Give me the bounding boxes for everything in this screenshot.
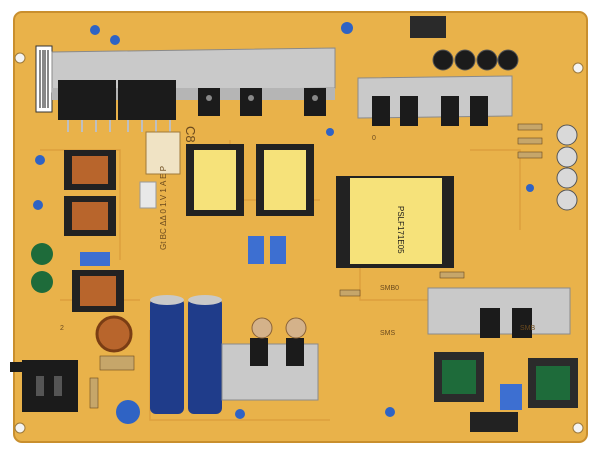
transistor-lower-right <box>512 308 532 338</box>
toroid-bottom <box>285 317 307 339</box>
mounting-hole <box>572 62 584 74</box>
bridge-rectifier <box>118 80 176 120</box>
bulk-capacitors <box>150 295 222 414</box>
small-components <box>89 123 543 409</box>
mounting-hole <box>14 52 26 64</box>
main-transformer <box>336 176 454 268</box>
ac-inlet-connector <box>10 360 78 412</box>
power-transistors-right <box>372 96 488 126</box>
control-subboard <box>145 131 181 175</box>
c8-label: C8 <box>183 126 198 143</box>
resistor-block <box>139 181 157 209</box>
small-transformers <box>186 144 314 216</box>
rectifier-legs <box>67 120 171 132</box>
silkscreen-code: SMB <box>520 325 536 332</box>
barcode-lines <box>39 50 49 108</box>
blue-ceramic-capacitors <box>33 22 534 424</box>
film-capacitors <box>80 236 286 266</box>
output-inductors <box>434 352 578 410</box>
power-transistors-top <box>198 88 326 116</box>
vertical-silkscreen: Gt BC ΔΔ 0 1.V 1 Α Ε Ρ <box>159 166 168 250</box>
output-capacitors <box>432 49 578 211</box>
output-connector <box>470 412 518 432</box>
silkscreen-code: 2 <box>60 325 64 332</box>
mounting-hole <box>14 422 26 434</box>
barcode-label <box>35 45 53 113</box>
varistors <box>31 243 53 293</box>
bridge-rectifier <box>58 80 116 120</box>
top-connector <box>410 16 446 38</box>
mounting-hole <box>572 422 584 434</box>
toroid-bottom <box>251 317 273 339</box>
silkscreen-code: SMS <box>380 330 396 337</box>
line-filter-inductors <box>64 150 133 353</box>
silkscreen-code: SMB0 <box>380 285 399 292</box>
transistor-bottom <box>250 338 268 366</box>
transistor-bottom <box>286 338 304 366</box>
model-silkscreen: PSLF171E05 <box>396 206 405 254</box>
transistor-lower-right <box>480 308 500 338</box>
silkscreen-code: 0 <box>372 135 376 142</box>
